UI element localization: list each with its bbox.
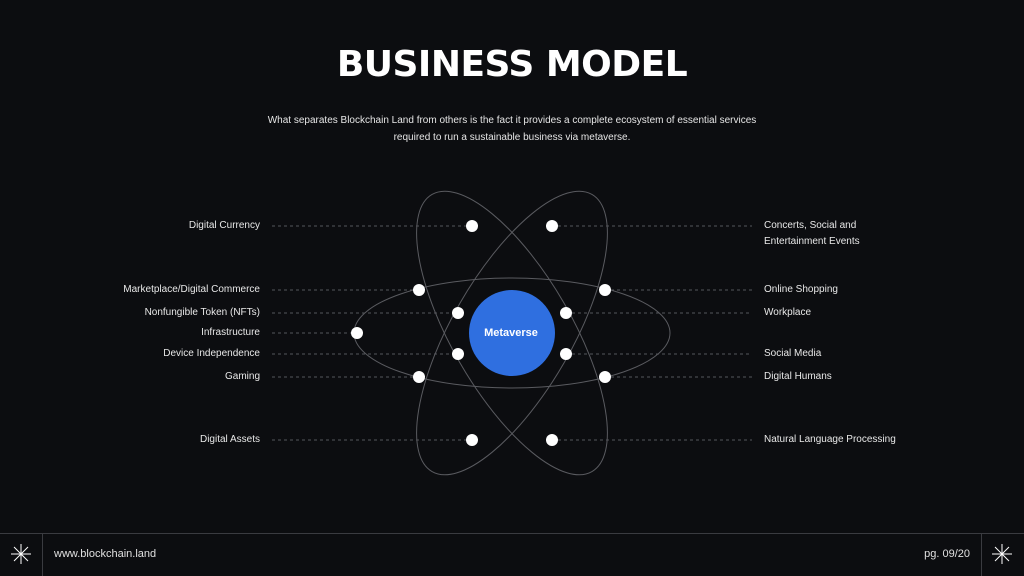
label-online-shopping: Online Shopping: [764, 284, 838, 295]
label-gaming: Gaming: [224, 371, 260, 382]
node-online-shopping: [599, 284, 611, 296]
label-marketplace: Marketplace/Digital Commerce: [123, 284, 260, 295]
sparkle-icon-right: [992, 544, 1012, 564]
label-digital-humans: Digital Humans: [764, 371, 832, 382]
page-number: pg. 09/20: [924, 548, 970, 560]
website-link[interactable]: www.blockchain.land: [54, 548, 157, 560]
node-gaming: [413, 371, 425, 383]
label-infrastructure: Infrastructure: [201, 327, 260, 338]
node-marketplace: [413, 284, 425, 296]
label-workplace: Workplace: [764, 307, 812, 318]
page-title: BUSINESS MODEL: [336, 44, 688, 85]
node-nft: [452, 307, 464, 319]
node-nlp: [546, 434, 558, 446]
label-nlp: Natural Language Processing: [764, 434, 896, 445]
label-digital-currency: Digital Currency: [188, 220, 260, 231]
label-concerts: Concerts, Social and Entertainment Event…: [764, 220, 860, 247]
node-digital-currency: [466, 220, 478, 232]
node-infrastructure: [351, 327, 363, 339]
label-social-media: Social Media: [764, 348, 822, 359]
node-digital-assets: [466, 434, 478, 446]
footer-divider-left: [42, 533, 43, 576]
node-social-media: [560, 348, 572, 360]
metaverse-label: Metaverse: [484, 327, 538, 339]
orbit-tilt-right: [416, 190, 608, 476]
footer-divider-right: [981, 533, 982, 576]
node-device-independence: [452, 348, 464, 360]
label-device-independence: Device Independence: [163, 348, 260, 359]
metaverse-core: [469, 290, 555, 376]
footer-divider: [0, 533, 1024, 534]
page-subtitle: What separates Blockchain Land from othe…: [267, 115, 757, 143]
node-workplace: [560, 307, 572, 319]
node-concerts: [546, 220, 558, 232]
node-digital-humans: [599, 371, 611, 383]
sparkle-icon-left: [11, 544, 31, 564]
label-digital-assets: Digital Assets: [199, 434, 260, 445]
label-nft: Nonfungible Token (NFTs): [144, 307, 260, 318]
orbit-tilt-left: [416, 190, 608, 476]
